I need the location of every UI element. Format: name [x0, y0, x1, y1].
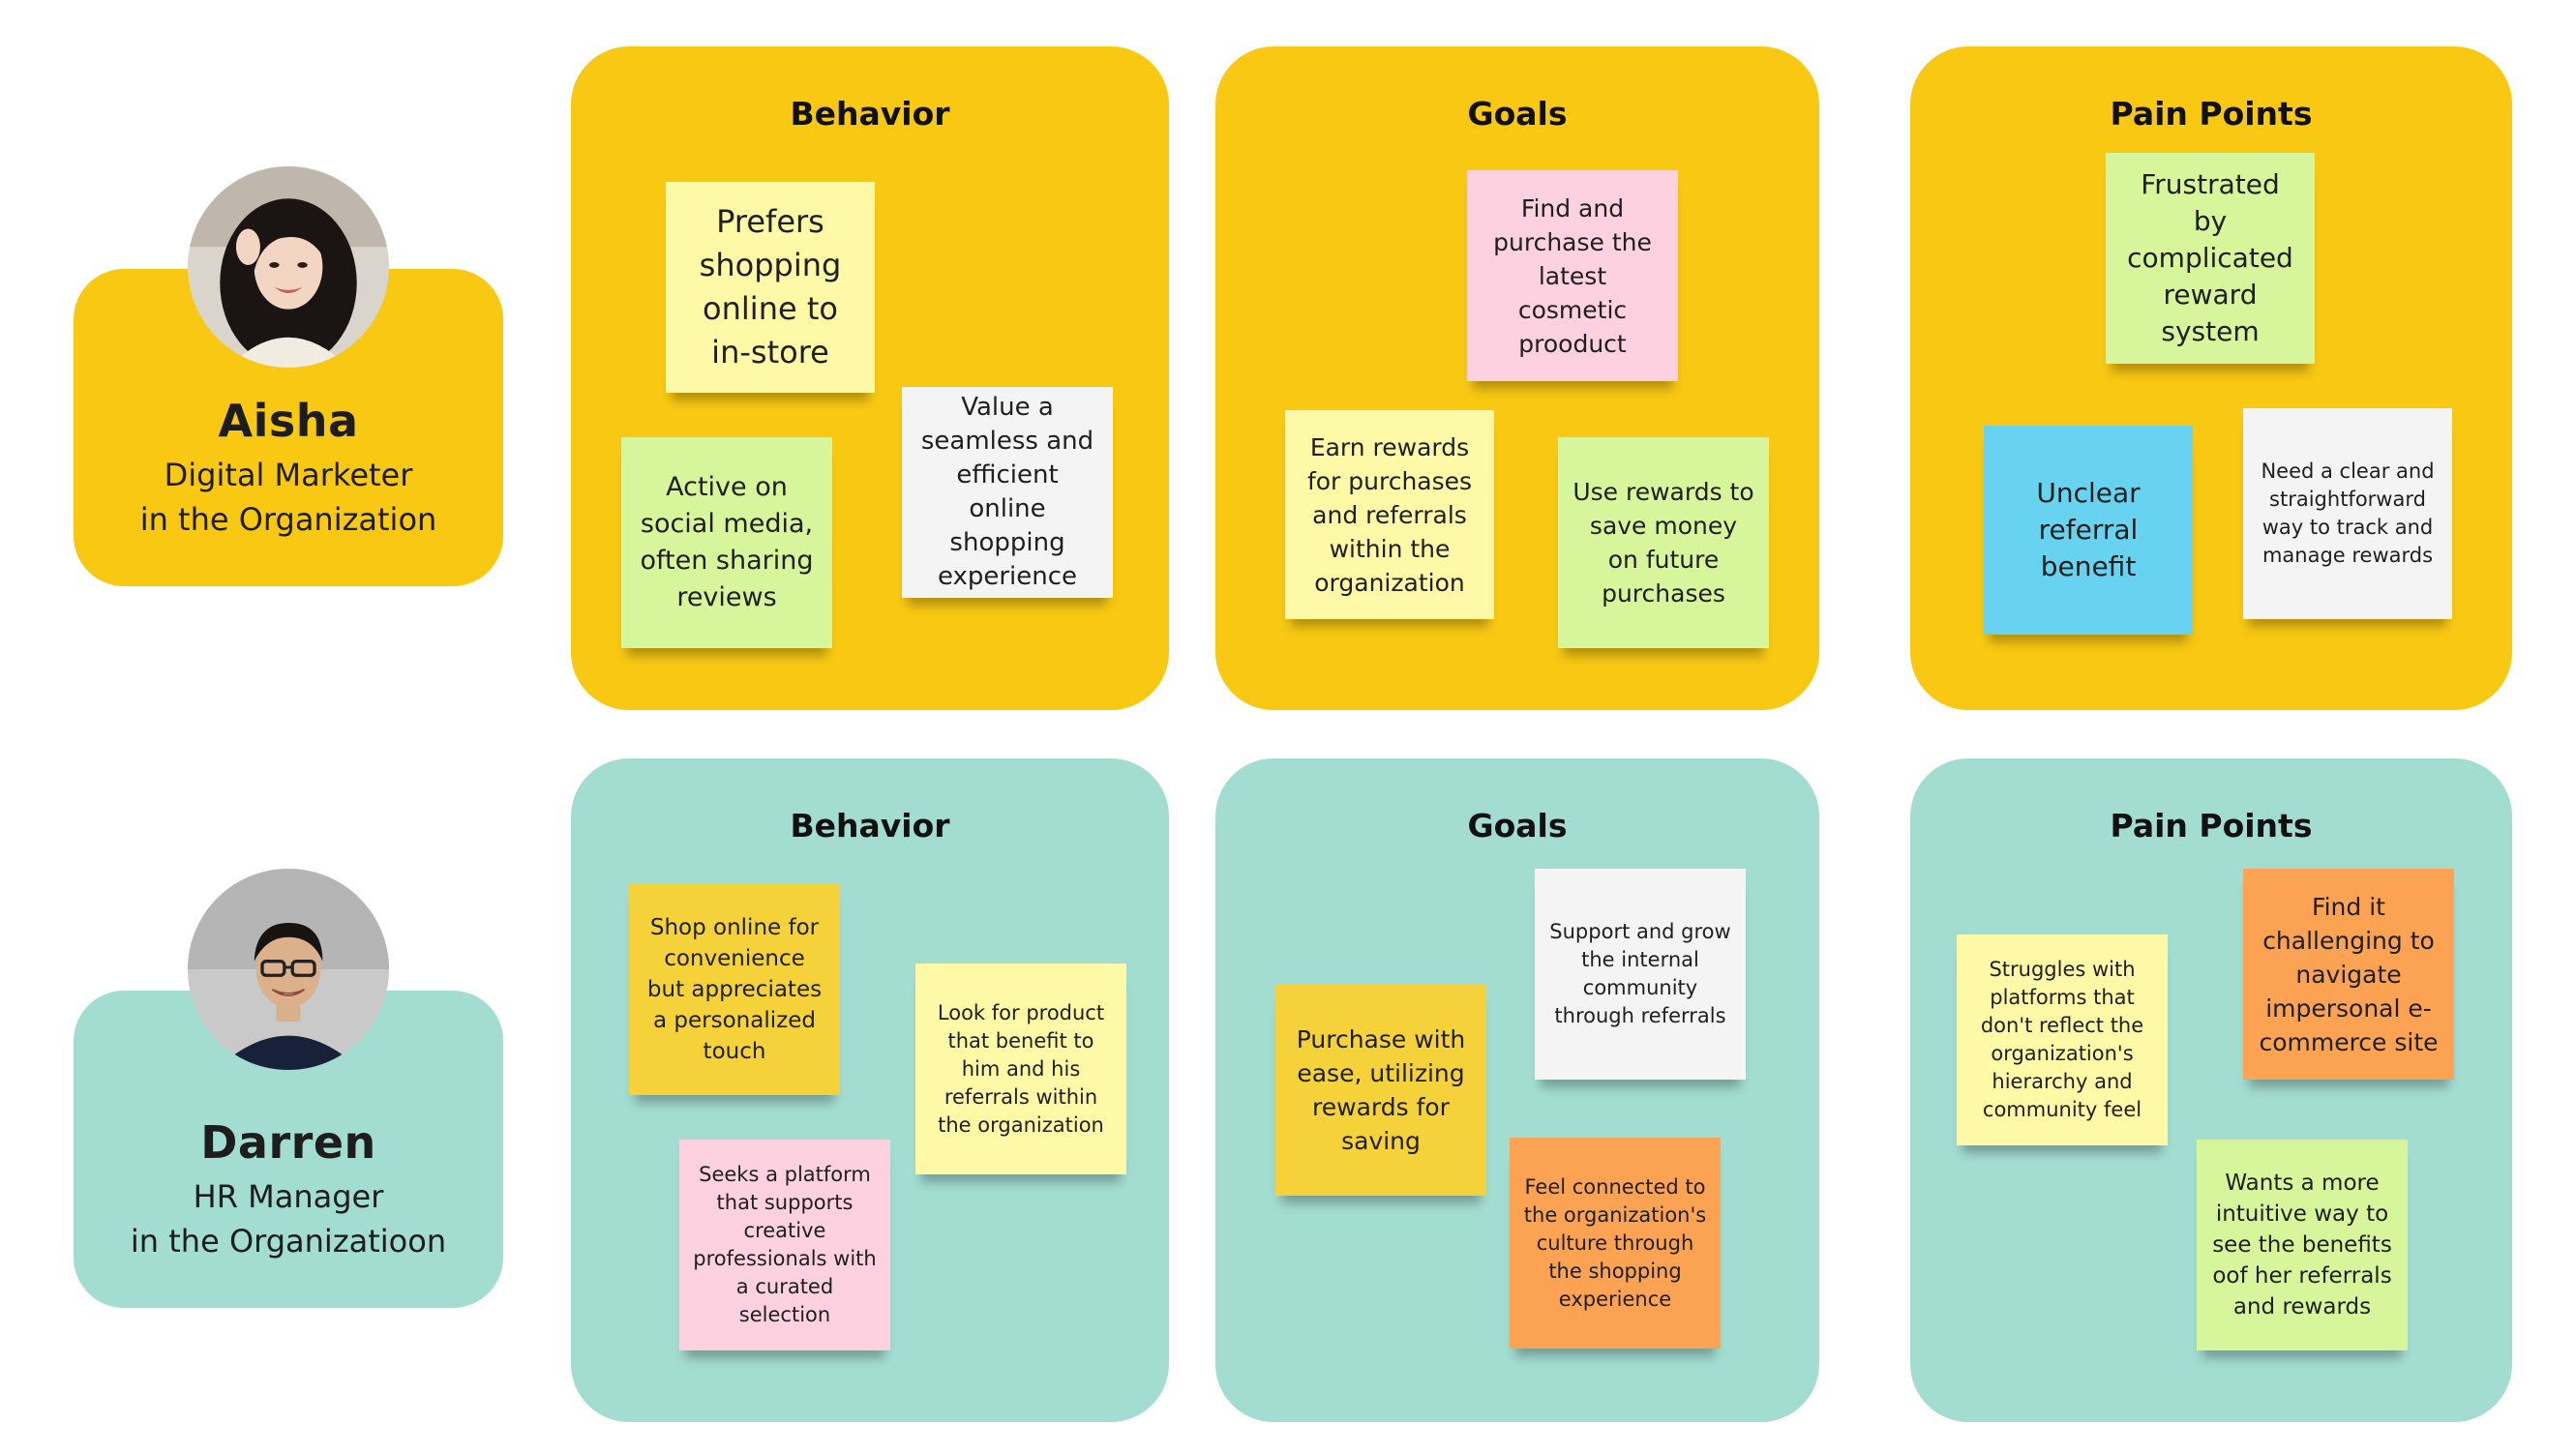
sticky-note[interactable]: Value a seamless and efficient online sh…	[902, 387, 1113, 598]
persona-role: Digital Marketer in the Organization	[140, 453, 437, 542]
sticky-note[interactable]: Wants a more intuitive way to see the be…	[2197, 1140, 2408, 1350]
sticky-note[interactable]: Earn rewards for purchases and referrals…	[1285, 410, 1494, 619]
section-title-pain-points: Pain Points	[2110, 95, 2313, 133]
section-title-behavior: Behavior	[790, 807, 950, 845]
sticky-note[interactable]: Shop online for convenience but apprecia…	[629, 884, 840, 1095]
persona-role: HR Manager in the Organizatioon	[131, 1174, 446, 1263]
persona-role-line1: Digital Marketer	[164, 457, 413, 493]
sticky-note[interactable]: Find it challenging to navigate imperson…	[2243, 869, 2454, 1080]
sticky-note[interactable]: Need a clear and straightforward way to …	[2243, 408, 2452, 619]
sticky-note[interactable]: Prefers shopping online to in-store	[666, 182, 875, 393]
persona-card-darren: Darren HR Manager in the Organizatioon	[74, 991, 503, 1308]
sticky-note[interactable]: Purchase with ease, utilizing rewards fo…	[1275, 985, 1486, 1196]
sticky-note[interactable]: Use rewards to save money on future purc…	[1558, 437, 1769, 648]
sticky-note[interactable]: Frustrated by complicated reward system	[2106, 153, 2315, 364]
section-title-pain-points: Pain Points	[2110, 807, 2313, 845]
sticky-note[interactable]: Struggles with platforms that don't refl…	[1957, 934, 2168, 1145]
sticky-note[interactable]: Active on social media, often sharing re…	[621, 437, 832, 648]
persona-role-line2: in the Organizatioon	[130, 1223, 447, 1260]
sticky-note[interactable]: Unclear referral benefit	[1984, 426, 2193, 635]
persona-role-line2: in the Organization	[139, 501, 437, 538]
sticky-note[interactable]: Look for product that benefit to him and…	[915, 964, 1126, 1174]
sticky-note[interactable]: Find and purchase the latest cosmetic pr…	[1467, 170, 1678, 381]
avatar-aisha	[188, 166, 389, 368]
section-title-behavior: Behavior	[790, 95, 950, 133]
persona-name: Darren	[200, 1116, 376, 1169]
avatar-photo-aisha	[188, 166, 389, 368]
persona-role-line1: HR Manager	[193, 1178, 384, 1215]
sticky-note[interactable]: Seeks a platform that supports creative …	[679, 1140, 890, 1350]
section-title-goals: Goals	[1467, 95, 1568, 133]
avatar-darren	[188, 869, 389, 1070]
persona-name: Aisha	[218, 395, 359, 447]
sticky-note[interactable]: Feel connected to the organization's cul…	[1510, 1138, 1721, 1349]
section-title-goals: Goals	[1467, 807, 1568, 845]
sticky-note[interactable]: Support and grow the internal community …	[1535, 869, 1746, 1080]
avatar-photo-darren	[188, 869, 389, 1070]
